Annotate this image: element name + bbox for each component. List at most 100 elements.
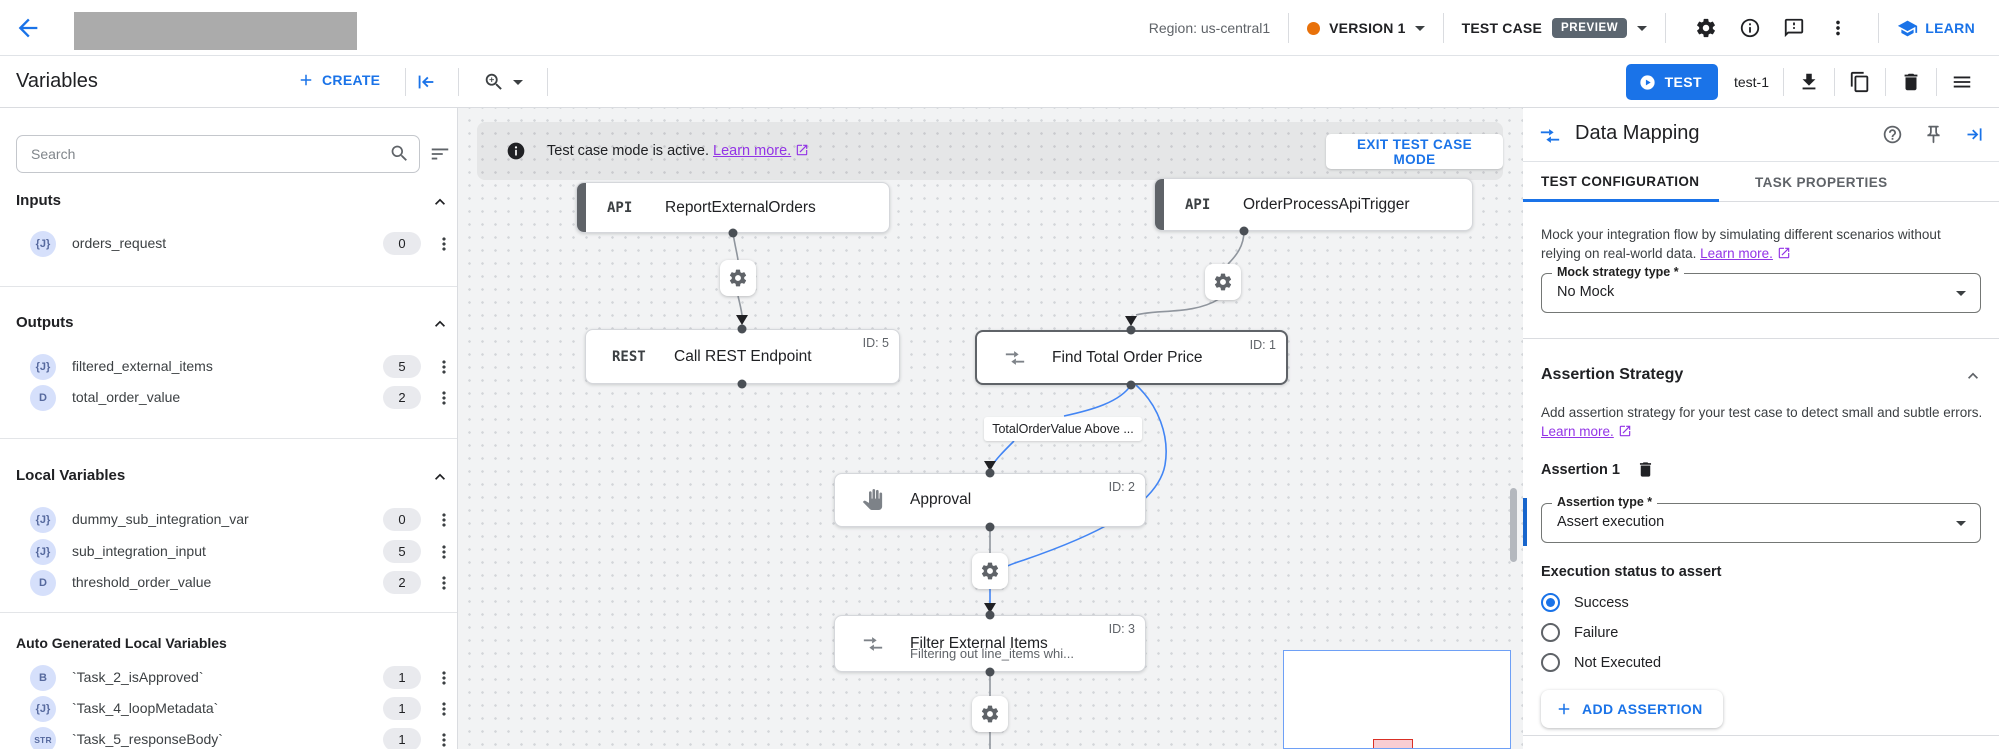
- exit-test-case-mode-button[interactable]: EXIT TEST CASE MODE: [1326, 134, 1503, 169]
- more-vert-icon[interactable]: [434, 355, 454, 379]
- download-icon[interactable]: [1798, 71, 1820, 93]
- more-vert-icon[interactable]: [434, 571, 454, 595]
- integration-flow-canvas[interactable]: Test case mode is active. Learn more. EX…: [458, 108, 1523, 749]
- api-tag: API: [607, 199, 633, 216]
- variable-row[interactable]: {J} dummy_sub_integration_var 0: [0, 504, 457, 536]
- more-vert-icon[interactable]: [434, 386, 454, 410]
- variable-row[interactable]: {J} sub_integration_input 5: [0, 536, 457, 568]
- learn-button[interactable]: LEARN: [1897, 18, 1975, 39]
- radio-not-executed[interactable]: Not Executed: [1541, 653, 1661, 672]
- radio-button[interactable]: [1541, 653, 1560, 672]
- settings-gear-icon[interactable]: [1695, 17, 1717, 39]
- variable-row[interactable]: {J} filtered_external_items 5: [0, 351, 457, 383]
- help-icon[interactable]: [1882, 124, 1903, 145]
- divider: [1665, 13, 1667, 43]
- usage-count-badge: 1: [383, 728, 421, 749]
- usage-count-badge: 2: [383, 571, 421, 594]
- radio-failure[interactable]: Failure: [1541, 623, 1618, 642]
- delete-assertion-icon[interactable]: [1636, 460, 1655, 479]
- external-link-icon: [795, 143, 809, 157]
- pin-icon[interactable]: [1923, 124, 1944, 145]
- node-approval[interactable]: Approval ID: 2: [834, 473, 1146, 527]
- edge-gear-icon[interactable]: [720, 260, 756, 296]
- create-variable-button[interactable]: CREATE: [297, 71, 380, 89]
- variable-row[interactable]: STR `Task_5_responseBody` 1: [0, 724, 457, 749]
- section-title-local-variables: Local Variables: [16, 467, 126, 484]
- delete-icon[interactable]: [1900, 71, 1922, 93]
- edge-gear-icon[interactable]: [972, 696, 1008, 732]
- chevron-down-icon: [1637, 25, 1648, 31]
- node-subtitle: Filtering out line_items whi...: [910, 646, 1075, 661]
- chevron-up-icon[interactable]: [430, 314, 450, 334]
- test-case-selector[interactable]: TEST CASE PREVIEW: [1462, 18, 1648, 38]
- radio-button[interactable]: [1541, 623, 1560, 642]
- feedback-icon[interactable]: [1783, 17, 1805, 39]
- variable-row[interactable]: {J} orders_request 0: [0, 228, 457, 260]
- radio-button-selected[interactable]: [1541, 593, 1560, 612]
- collapse-sidebar-icon[interactable]: [415, 71, 437, 93]
- variable-row[interactable]: {J} `Task_4_loopMetadata` 1: [0, 693, 457, 725]
- more-vert-icon[interactable]: [434, 697, 454, 721]
- divider: [1288, 13, 1290, 43]
- divider: [405, 68, 406, 96]
- node-find-total-order-price[interactable]: Find Total Order Price ID: 1: [975, 330, 1288, 385]
- more-vert-icon[interactable]: [434, 666, 454, 690]
- test-button[interactable]: TEST: [1625, 64, 1718, 100]
- double-type-icon: D: [30, 385, 56, 411]
- add-assertion-button[interactable]: ADD ASSERTION: [1541, 690, 1723, 728]
- more-vert-icon[interactable]: [1827, 17, 1849, 39]
- back-arrow-icon[interactable]: [14, 14, 42, 42]
- banner-message: Test case mode is active. Learn more.: [547, 143, 809, 159]
- node-report-external-orders[interactable]: API ReportExternalOrders: [576, 182, 890, 233]
- mock-description: Mock your integration flow by simulating…: [1541, 227, 1941, 261]
- assertion-type-select[interactable]: Assertion type * Assert execution: [1541, 495, 1981, 543]
- divider: [458, 68, 459, 96]
- info-icon[interactable]: [1739, 17, 1761, 39]
- more-vert-icon[interactable]: [434, 540, 454, 564]
- json-type-icon: {J}: [30, 507, 56, 533]
- chevron-up-icon[interactable]: [1963, 366, 1983, 386]
- learn-more-link[interactable]: Learn more.: [1700, 246, 1773, 261]
- panel-scrollbar[interactable]: [1523, 498, 1527, 546]
- json-type-icon: {J}: [30, 696, 56, 722]
- variable-row[interactable]: D threshold_order_value 2: [0, 567, 457, 599]
- divider: [1878, 13, 1880, 43]
- edge-gear-icon[interactable]: [1205, 264, 1241, 300]
- usage-count-badge: 5: [383, 355, 421, 378]
- edge-condition-label[interactable]: TotalOrderValue Above ...: [984, 417, 1142, 441]
- menu-list-icon[interactable]: [1951, 71, 1973, 93]
- tab-test-configuration[interactable]: TEST CONFIGURATION: [1523, 163, 1720, 202]
- chevron-up-icon[interactable]: [430, 192, 450, 212]
- tab-task-properties[interactable]: TASK PROPERTIES: [1755, 175, 1888, 190]
- more-vert-icon[interactable]: [434, 232, 454, 256]
- sort-icon[interactable]: [429, 143, 451, 165]
- node-call-rest-endpoint[interactable]: REST Call REST Endpoint ID: 5: [585, 329, 900, 384]
- learn-more-link[interactable]: Learn more.: [713, 143, 792, 159]
- data-mapping-config-panel: Data Mapping TEST CONFIGURATION TASK PRO…: [1523, 108, 1999, 749]
- variable-row[interactable]: D total_order_value 2: [0, 382, 457, 414]
- usage-count-badge: 0: [383, 508, 421, 531]
- chevron-up-icon[interactable]: [430, 467, 450, 487]
- chevron-down-icon: [1414, 25, 1425, 31]
- search-input[interactable]: [16, 135, 420, 173]
- zoom-control[interactable]: [483, 71, 523, 93]
- external-link-icon: [1618, 424, 1632, 438]
- version-status-dot: [1307, 21, 1321, 35]
- canvas-scrollbar[interactable]: [1510, 488, 1517, 562]
- more-vert-icon[interactable]: [434, 728, 454, 749]
- radio-success[interactable]: Success: [1541, 593, 1629, 612]
- edge-gear-icon[interactable]: [972, 553, 1008, 589]
- node-order-process-api-trigger[interactable]: API OrderProcessApiTrigger: [1154, 178, 1473, 231]
- mock-strategy-select[interactable]: Mock strategy type * No Mock: [1541, 265, 1981, 313]
- usage-count-badge: 1: [383, 697, 421, 720]
- node-filter-external-items[interactable]: Filter External Items Filtering out line…: [834, 615, 1146, 672]
- more-vert-icon[interactable]: [434, 508, 454, 532]
- minimap-viewport[interactable]: [1373, 739, 1413, 748]
- usage-count-badge: 2: [383, 386, 421, 409]
- copy-icon[interactable]: [1849, 71, 1871, 93]
- variable-row[interactable]: B `Task_2_isApproved` 1: [0, 662, 457, 694]
- learn-more-link[interactable]: Learn more.: [1541, 424, 1614, 439]
- version-selector[interactable]: VERSION 1: [1307, 20, 1425, 36]
- collapse-panel-icon[interactable]: [1964, 124, 1985, 145]
- canvas-minimap[interactable]: [1283, 650, 1511, 749]
